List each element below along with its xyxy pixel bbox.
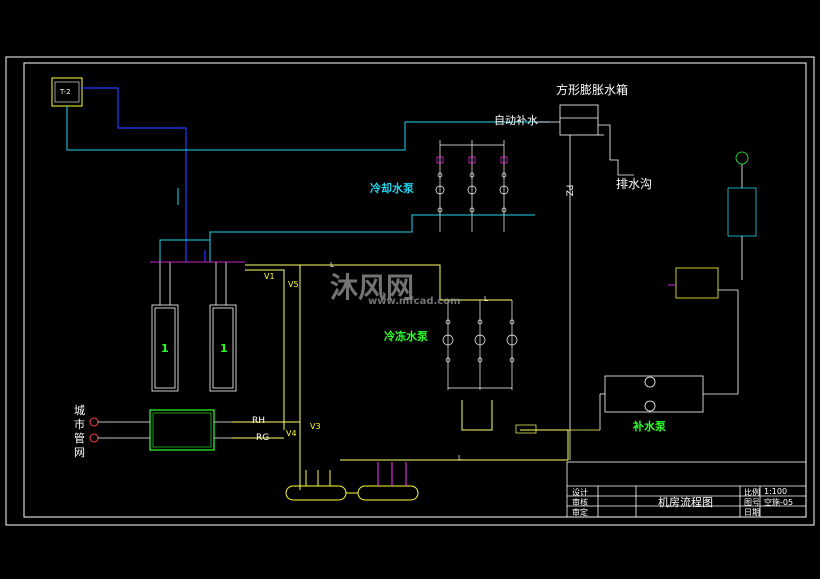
v3-label: V3 [310, 422, 321, 431]
expansion-tank [535, 104, 634, 460]
title-block-scale-value: 1:100 [764, 487, 788, 496]
chiller-2-label: 1 [220, 342, 228, 355]
inner-frame [23, 62, 807, 518]
water-headers [285, 462, 419, 501]
cooling-pump-group [435, 140, 509, 232]
auto-makeup-label: 自动补水 [494, 114, 538, 127]
outer-frame [5, 56, 815, 526]
chilled-pump-label: 冷冻水泵 [384, 330, 428, 343]
cooling-tower-label: T-2 [60, 88, 71, 96]
title-block-drawing-no-value: 空施-05 [764, 498, 794, 507]
city-network-char-4: 网 [74, 446, 85, 459]
title-block-drawing-name: 机房流程图 [658, 496, 713, 509]
title-block-designer: 设计 [572, 488, 588, 497]
water-softener [668, 151, 757, 299]
title-block-reviewer: 审定 [572, 508, 588, 517]
chilled-water-line [232, 264, 569, 490]
heat-exchanger [89, 409, 232, 451]
cooling-return-line [82, 87, 206, 262]
rh-label: RH [252, 416, 266, 426]
title-block-date-label: 日期 [744, 508, 760, 517]
title-block-frame [566, 461, 807, 518]
chiller-1-label: 1 [161, 342, 169, 355]
makeup-pump-label: 补水泵 [633, 420, 666, 433]
makeup-pump-group [568, 289, 739, 431]
l-bottom-label: L [458, 454, 462, 462]
drain-pit-label: 排水沟 [616, 177, 653, 191]
l-mid-label: L [484, 295, 488, 303]
city-network-char-3: 管 [74, 432, 85, 445]
city-network-char-1: 城 [74, 404, 85, 417]
pz-label: PZ [563, 184, 574, 197]
watermark-url: www.mfcad.com [368, 296, 461, 307]
city-network-char-2: 市 [74, 418, 85, 431]
chilled-pump-group [442, 300, 537, 434]
v4-label: V4 [286, 429, 297, 438]
rg-label: RG [256, 433, 270, 443]
watermark-brand: 沐风网 [330, 271, 415, 304]
title-block-scale-label: 比例 [744, 488, 760, 497]
title-block-checker: 审核 [572, 498, 588, 507]
v1-label: V1 [264, 272, 275, 281]
cooling-pump-label: 冷却水泵 [370, 182, 414, 195]
v5-label: V5 [288, 280, 299, 289]
title-block-drawing-no-label: 图号 [744, 498, 760, 507]
expansion-tank-label: 方形膨胀水箱 [556, 83, 629, 97]
chiller-units [150, 261, 245, 392]
cooling-water-line [66, 106, 550, 262]
l-top-label: L [330, 261, 334, 269]
